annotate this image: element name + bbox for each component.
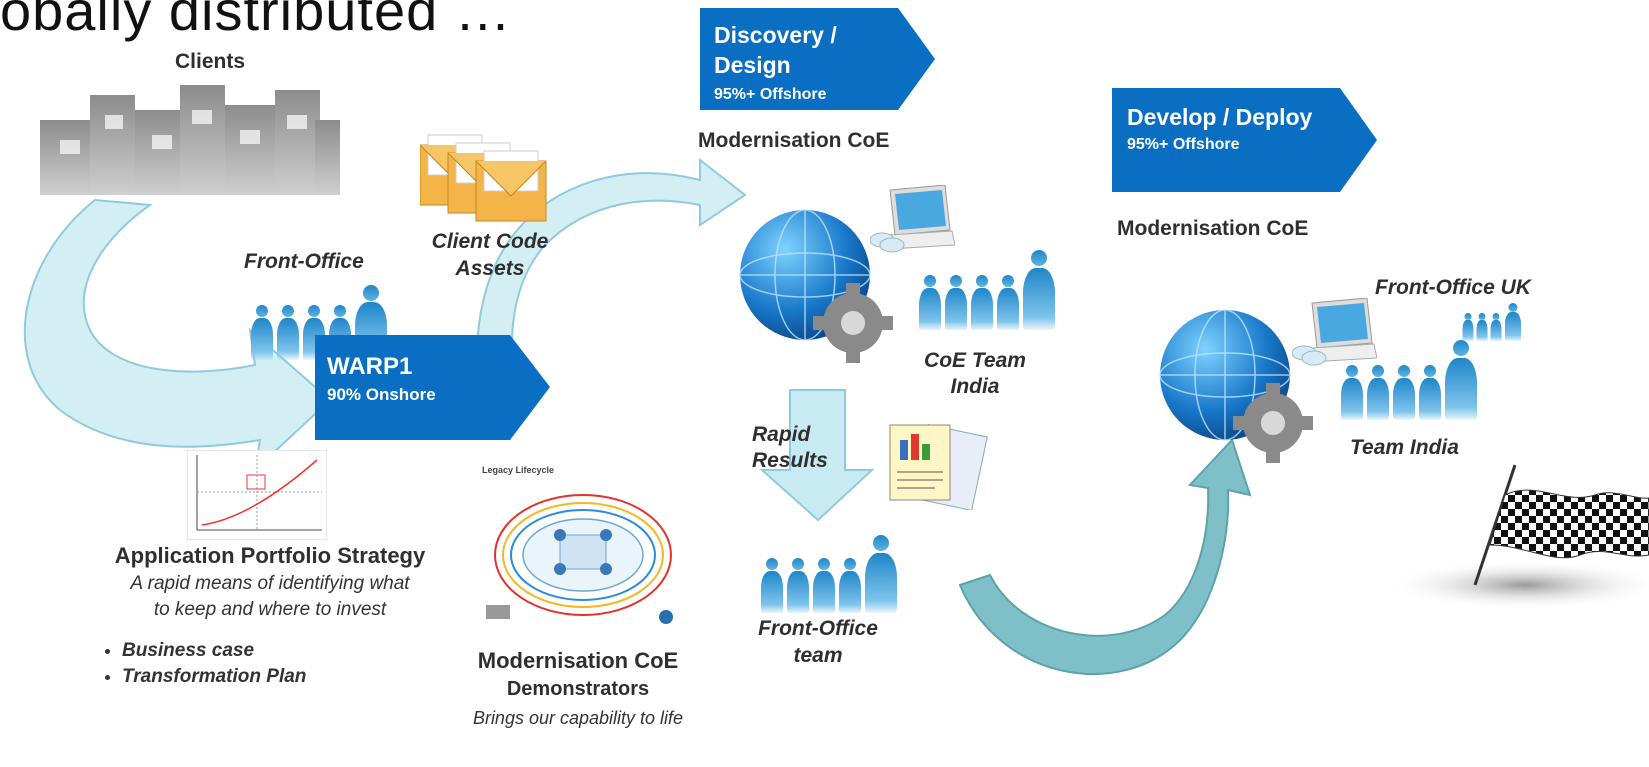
report-document-icon xyxy=(889,424,988,510)
coe-team-india-label: CoE Team India xyxy=(924,349,1026,398)
demonstrators-tagline: Brings our capability to life xyxy=(472,708,684,728)
front-office-uk-people-icon xyxy=(1462,303,1522,341)
portfolio-chart-thumbnail xyxy=(187,450,327,540)
client-code-assets-label: Client Code Assets xyxy=(431,230,549,280)
aps-title: Application Portfolio Strategy xyxy=(114,543,426,568)
discovery-subtitle: 95%+ Offshore xyxy=(714,86,827,103)
checkered-flag-icon xyxy=(1385,464,1649,610)
chevron-shape xyxy=(700,8,935,110)
warp1-title: WARP1 xyxy=(327,353,413,380)
front-office-label: Front-Office xyxy=(244,250,364,273)
coe-label-discovery: Modernisation CoE xyxy=(698,129,890,152)
envelopes-icon xyxy=(420,134,547,222)
coe-team-people-icon xyxy=(918,250,1056,330)
front-office-team-label: Front-Office team xyxy=(758,617,878,667)
warp1-subtitle: 90% Onshore xyxy=(327,385,436,404)
globe-gear-icon xyxy=(1159,309,1313,463)
team-india-label: Team India xyxy=(1350,436,1459,459)
develop-subtitle: 95%+ Offshore xyxy=(1127,136,1240,153)
aps-bullet-list: Business case Transformation Plan xyxy=(100,636,306,692)
warp1-chevron: WARP1 90% Onshore xyxy=(315,335,550,440)
laptop-icon xyxy=(1292,298,1377,366)
develop-title: Develop / Deploy xyxy=(1127,104,1313,130)
discovery-title: Discovery / Design xyxy=(714,22,837,78)
lifecycle-graphic xyxy=(486,494,673,624)
front-office-uk-label: Front-Office UK xyxy=(1375,276,1531,299)
down-arrow-rapid-results xyxy=(759,389,875,522)
slide-title: obally distributed … xyxy=(0,0,512,42)
clients-label: Clients xyxy=(174,50,245,73)
front-office-team-people-icon xyxy=(760,535,898,613)
legacy-lifecycle-thumbnail: Legacy Lifecycle xyxy=(478,465,688,630)
demonstrators-subtitle: Demonstrators xyxy=(506,678,650,700)
thumbnail-heading: Legacy Lifecycle xyxy=(482,465,555,475)
chevron-shape xyxy=(315,335,550,440)
curved-arrow-to-develop xyxy=(958,438,1252,675)
aps-bullet-item: Business case xyxy=(122,640,306,662)
aps-desc-line2: to keep and where to invest xyxy=(153,599,387,620)
aps-bullet-item: Transformation Plan xyxy=(122,666,306,688)
coe-label-develop: Modernisation CoE xyxy=(1117,217,1309,240)
demonstrators-title: Modernisation CoE xyxy=(477,648,679,673)
team-india-people-icon xyxy=(1340,340,1478,420)
curved-arrow-clients-to-warp xyxy=(23,198,332,473)
discovery-chevron: Discovery / Design 95%+ Offshore xyxy=(700,8,935,110)
globe-gear-icon xyxy=(739,209,893,363)
aps-desc-line1: A rapid means of identifying what xyxy=(130,573,410,594)
chevron-shape xyxy=(1112,88,1377,192)
laptop-icon xyxy=(870,185,955,253)
develop-chevron: Develop / Deploy 95%+ Offshore xyxy=(1112,88,1377,192)
curved-arrow-warp-to-discovery xyxy=(475,157,747,411)
rapid-results-label: Rapid Results xyxy=(752,423,828,472)
buildings-icon xyxy=(40,85,340,195)
